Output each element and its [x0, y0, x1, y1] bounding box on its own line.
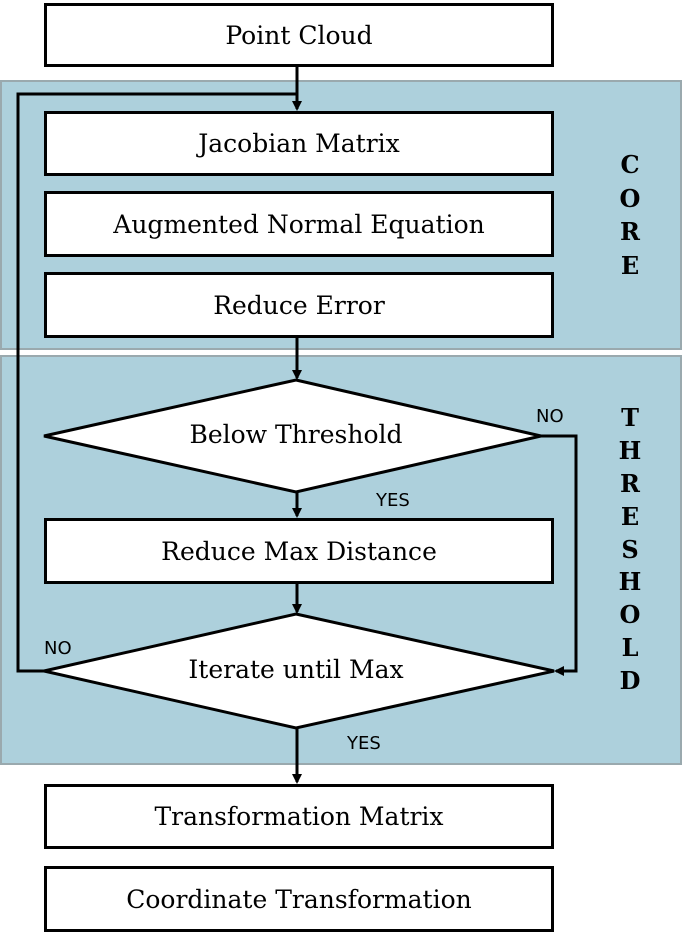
coordinate-transformation-node: Coordinate Transformation — [44, 866, 554, 932]
augmented-normal-equation-node: Augmented Normal Equation — [44, 191, 554, 257]
point-cloud-node: Point Cloud — [44, 3, 554, 67]
below-threshold-yes-label: YES — [376, 490, 410, 511]
threshold-region-label: T H R E S H O L D — [618, 403, 642, 695]
iterate-no-label: NO — [44, 638, 72, 659]
below-threshold-label: Below Threshold — [189, 420, 403, 449]
iterate-yes-label: YES — [347, 733, 381, 754]
reduce-error-node: Reduce Error — [44, 272, 554, 338]
reduce-max-distance-node: Reduce Max Distance — [44, 518, 554, 584]
below-threshold-no-label: NO — [536, 406, 564, 427]
transformation-matrix-node: Transformation Matrix — [44, 784, 554, 849]
jacobian-matrix-node: Jacobian Matrix — [44, 111, 554, 176]
iterate-until-max-label: Iterate until Max — [188, 655, 404, 684]
arrow-belowthreshold-no-loop — [541, 434, 578, 676]
arrow-iterate-no-loop — [16, 92, 297, 673]
core-region-label: C O R E — [619, 150, 641, 280]
